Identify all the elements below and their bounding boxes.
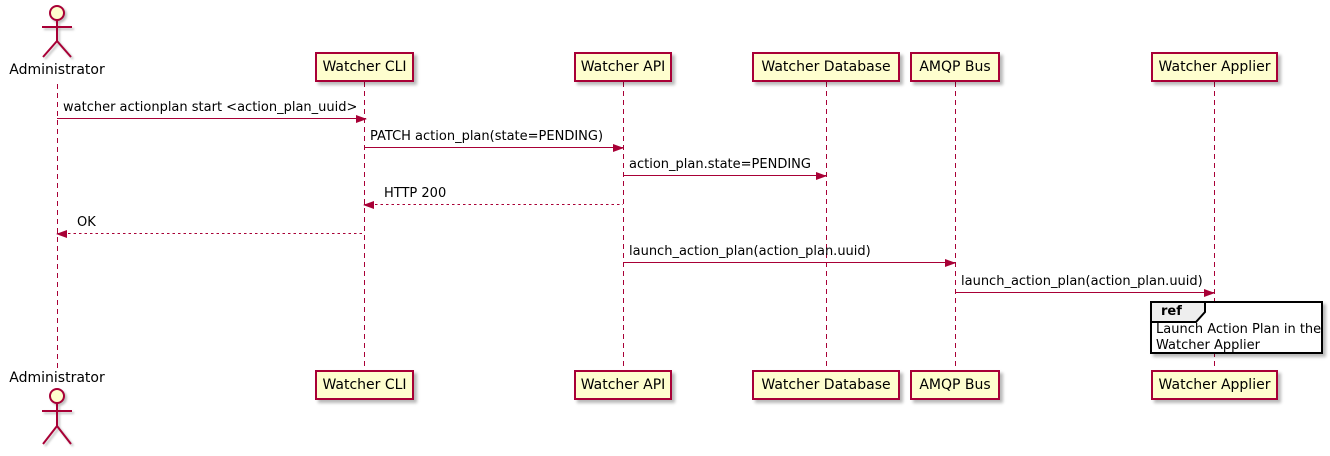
participant-label: Watcher Applier bbox=[1158, 59, 1271, 75]
arrowhead-icon bbox=[613, 143, 624, 152]
lifeline-watcher-database bbox=[826, 82, 827, 370]
participant-amqp-bus-top: AMQP Bus bbox=[910, 52, 1000, 82]
participant-label: Watcher API bbox=[580, 59, 666, 75]
arrow-line bbox=[623, 261, 955, 263]
arrow-line bbox=[57, 232, 364, 234]
arrowhead-icon bbox=[356, 114, 367, 123]
arrow-line bbox=[57, 117, 366, 119]
participant-watcher-database-top: Watcher Database bbox=[752, 52, 900, 82]
lifeline-watcher-api bbox=[623, 82, 624, 370]
participant-label: Watcher Database bbox=[761, 59, 891, 75]
arrowhead-icon bbox=[1204, 288, 1215, 297]
lifeline-administrator bbox=[57, 84, 58, 370]
arrowhead-icon bbox=[816, 171, 827, 180]
ref-text-line: Launch Action Plan in the bbox=[1156, 322, 1322, 337]
lifeline-amqp-bus bbox=[955, 82, 956, 370]
message-actionplan-start: watcher actionplan start <action_plan_uu… bbox=[57, 99, 367, 123]
lifeline-watcher-applier bbox=[1214, 82, 1215, 370]
message-launch-action-plan-api: launch_action_plan(action_plan.uuid) bbox=[623, 243, 956, 267]
participant-label: AMQP Bus bbox=[919, 59, 991, 75]
actor-administrator-top bbox=[37, 4, 77, 64]
participant-amqp-bus-bottom: AMQP Bus bbox=[910, 370, 1000, 400]
ref-tab-icon bbox=[1150, 301, 1206, 323]
ref-fragment: ref Launch Action Plan in the Watcher Ap… bbox=[1150, 301, 1323, 354]
ref-keyword: ref bbox=[1161, 304, 1182, 319]
participant-watcher-database-bottom: Watcher Database bbox=[752, 370, 900, 400]
actor-icon bbox=[42, 388, 72, 445]
message-label: HTTP 200 bbox=[384, 186, 447, 201]
message-label: launch_action_plan(action_plan.uuid) bbox=[961, 274, 1203, 289]
actor-label-bottom: Administrator bbox=[9, 370, 105, 386]
participant-label: Watcher CLI bbox=[322, 59, 407, 75]
message-launch-action-plan-amqp: launch_action_plan(action_plan.uuid) bbox=[955, 273, 1215, 297]
participant-label: Watcher Database bbox=[761, 377, 891, 393]
participant-watcher-cli-bottom: Watcher CLI bbox=[315, 370, 414, 400]
message-label: action_plan.state=PENDING bbox=[629, 157, 811, 172]
actor-icon bbox=[42, 5, 72, 58]
arrowhead-icon bbox=[945, 258, 956, 267]
message-patch-action-plan: PATCH action_plan(state=PENDING) bbox=[364, 128, 624, 152]
arrowhead-icon bbox=[56, 229, 67, 238]
ref-text-line: Watcher Applier bbox=[1156, 338, 1260, 353]
participant-watcher-api-bottom: Watcher API bbox=[574, 370, 672, 400]
participant-watcher-applier-bottom: Watcher Applier bbox=[1151, 370, 1278, 400]
actor-administrator-bottom bbox=[37, 387, 77, 453]
arrow-line bbox=[623, 174, 826, 176]
participant-label: AMQP Bus bbox=[919, 377, 991, 393]
message-state-pending: action_plan.state=PENDING bbox=[623, 156, 827, 180]
participant-watcher-applier-top: Watcher Applier bbox=[1151, 52, 1278, 82]
message-ok: OK bbox=[56, 214, 364, 238]
arrow-line bbox=[955, 291, 1214, 293]
lifeline-watcher-cli bbox=[364, 82, 365, 370]
message-label: OK bbox=[77, 215, 96, 230]
arrow-line bbox=[364, 203, 623, 205]
ref-text: Launch Action Plan in the Watcher Applie… bbox=[1156, 322, 1321, 354]
participant-watcher-api-top: Watcher API bbox=[574, 52, 672, 82]
arrow-line bbox=[364, 146, 623, 148]
participant-watcher-cli-top: Watcher CLI bbox=[315, 52, 414, 82]
message-label: launch_action_plan(action_plan.uuid) bbox=[629, 244, 871, 259]
message-label: PATCH action_plan(state=PENDING) bbox=[370, 129, 604, 144]
arrowhead-icon bbox=[363, 200, 374, 209]
participant-label: Watcher CLI bbox=[322, 377, 407, 393]
message-label: watcher actionplan start <action_plan_uu… bbox=[63, 100, 358, 115]
message-http-200: HTTP 200 bbox=[363, 185, 623, 209]
participant-label: Watcher Applier bbox=[1158, 377, 1271, 393]
participant-label: Watcher API bbox=[580, 377, 666, 393]
actor-label-top: Administrator bbox=[9, 62, 105, 78]
